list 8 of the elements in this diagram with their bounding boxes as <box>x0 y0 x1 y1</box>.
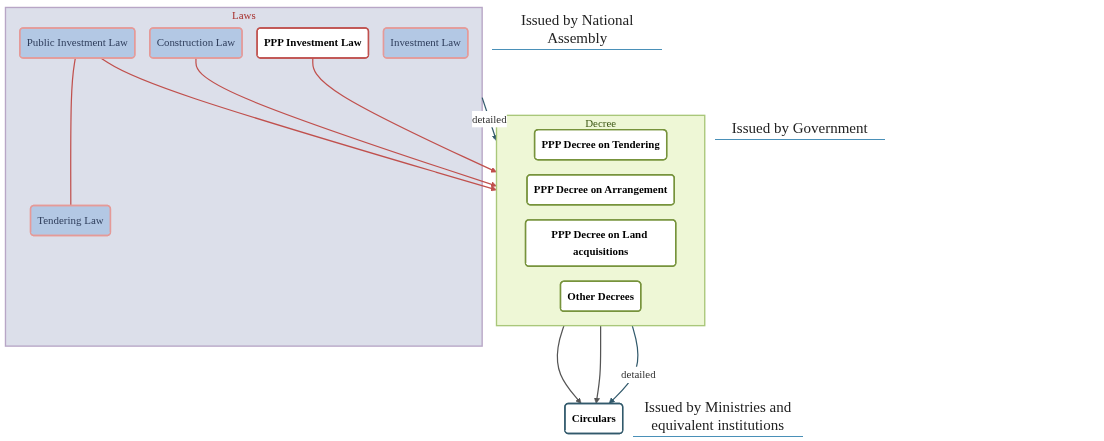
edge-label: detailed <box>472 113 507 125</box>
issuer-note: Issued by Ministries and equivalent institutions <box>632 398 803 437</box>
issuer-note: Issued by Government <box>714 119 885 141</box>
arrow <box>594 325 602 404</box>
issuer-note: Issued by National Assembly <box>492 11 663 51</box>
edge-label: detailed <box>621 368 656 381</box>
arrow <box>556 325 582 404</box>
connector <box>70 57 76 207</box>
